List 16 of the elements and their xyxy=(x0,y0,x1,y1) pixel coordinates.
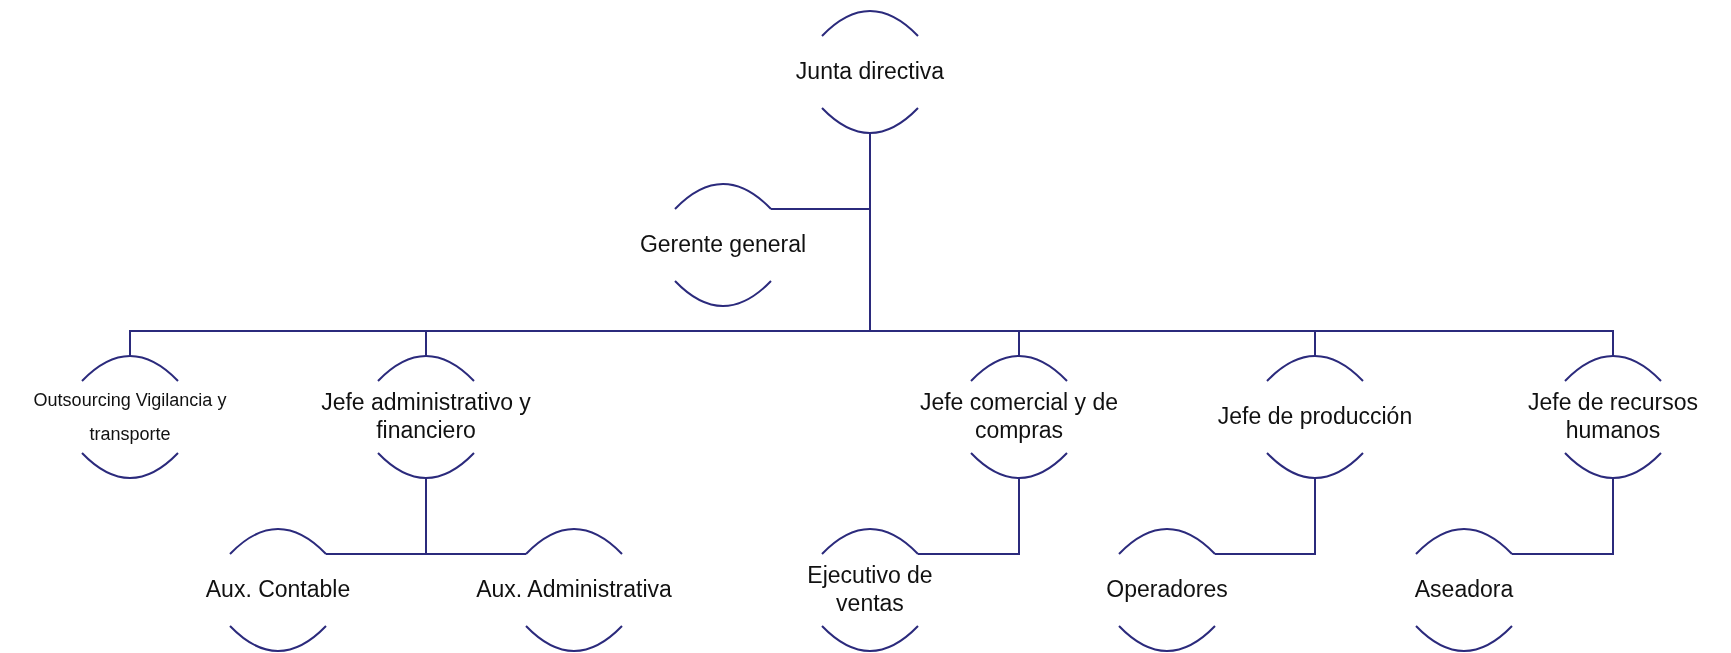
unit-label: Ejecutivo de ventas xyxy=(806,562,934,618)
unit-label: Aux. Administrativa xyxy=(475,576,673,604)
unit-label: Junta directiva xyxy=(794,58,946,86)
unit-label: Aux. Contable xyxy=(204,576,352,604)
unit-label: Jefe de recursos humanos xyxy=(1527,389,1699,445)
unit-label: Aseadora xyxy=(1413,576,1515,604)
unit-label: Jefe administrativo y financiero xyxy=(320,389,532,445)
connector-line xyxy=(425,477,527,555)
unit-label: Jefe de producción xyxy=(1216,403,1414,431)
connector-line xyxy=(917,477,1020,555)
connector-line xyxy=(1214,477,1316,555)
connector-line xyxy=(1511,477,1614,555)
unit-label: Outsourcing Vigilancia y transporte xyxy=(32,388,228,446)
unit-label: Gerente general xyxy=(638,231,808,259)
unit-label: Jefe comercial y de compras xyxy=(918,389,1120,445)
unit-label: Operadores xyxy=(1105,576,1229,604)
